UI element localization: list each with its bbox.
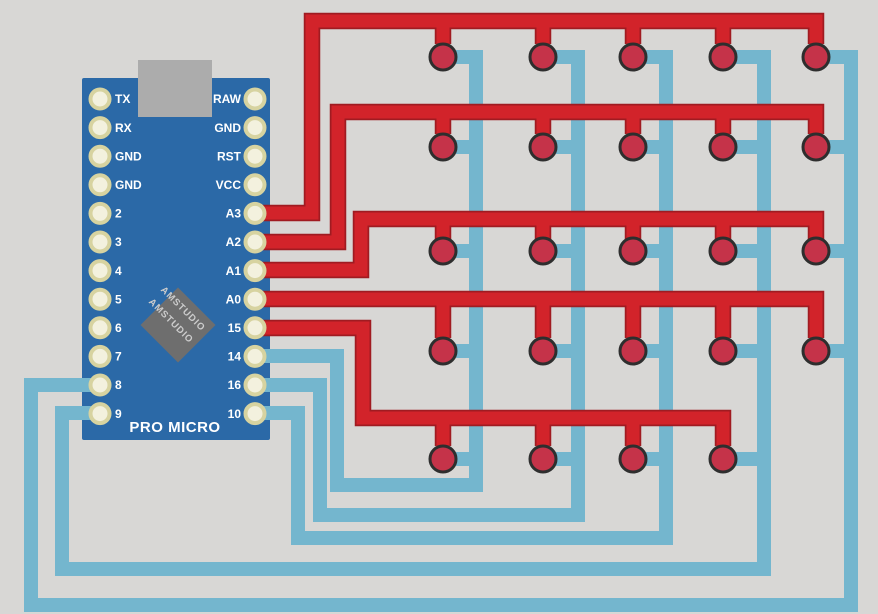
wire-col3-pin10 xyxy=(255,50,673,545)
pin-left-tx xyxy=(88,87,112,111)
pin-right-15 xyxy=(243,316,267,340)
pin-left-6 xyxy=(88,316,112,340)
button-r5-c1 xyxy=(428,444,458,474)
button-r1-c4 xyxy=(708,42,738,72)
button-r2-c5 xyxy=(801,132,831,162)
pin-left-3 xyxy=(88,230,112,254)
button-r2-c1 xyxy=(428,132,458,162)
pin-left-5 xyxy=(88,287,112,311)
pin-label-right-gnd: GND xyxy=(214,121,241,135)
pin-right-a2 xyxy=(243,230,267,254)
pin-right-a3 xyxy=(243,201,267,225)
button-r2-c4 xyxy=(708,132,738,162)
pin-label-right-16: 16 xyxy=(228,378,242,392)
button-r1-c1 xyxy=(428,42,458,72)
button-r3-c2 xyxy=(528,236,558,266)
pin-label-left-3: 3 xyxy=(115,235,122,249)
pin-label-right-14: 14 xyxy=(228,350,242,364)
pin-label-right-a1: A1 xyxy=(226,264,242,278)
pin-label-right-10: 10 xyxy=(228,407,242,421)
pin-right-10 xyxy=(243,402,267,426)
pin-label-right-a0: A0 xyxy=(226,292,242,306)
pin-left-gnd xyxy=(88,144,112,168)
wire-col1-pin14 xyxy=(255,50,483,492)
wire-col2-pin16 xyxy=(255,50,585,522)
pin-label-left-4: 4 xyxy=(115,264,122,278)
wire-col4-pin9 xyxy=(55,50,771,576)
pin-label-right-a3: A3 xyxy=(226,207,242,221)
button-r2-c3 xyxy=(618,132,648,162)
button-r1-c5 xyxy=(801,42,831,72)
button-r2-c2 xyxy=(528,132,558,162)
pin-right-a0 xyxy=(243,287,267,311)
pin-right-14 xyxy=(243,344,267,368)
pin-label-left-9: 9 xyxy=(115,407,122,421)
button-r3-c5 xyxy=(801,236,831,266)
pin-right-gnd xyxy=(243,116,267,140)
pin-left-4 xyxy=(88,259,112,283)
button-matrix xyxy=(428,42,831,474)
pin-label-left-rx: RX xyxy=(115,121,132,135)
button-r4-c3 xyxy=(618,336,648,366)
pin-right-raw xyxy=(243,87,267,111)
pro-micro-board: AMSTUDIO AMSTUDIO PRO MICRO xyxy=(82,60,270,440)
pin-right-vcc xyxy=(243,173,267,197)
button-r3-c3 xyxy=(618,236,648,266)
pin-label-right-vcc: VCC xyxy=(216,178,242,192)
pin-label-left-7: 7 xyxy=(115,350,122,364)
pin-left-gnd xyxy=(88,173,112,197)
button-r5-c4 xyxy=(708,444,738,474)
pin-label-left-6: 6 xyxy=(115,321,122,335)
button-r3-c1 xyxy=(428,236,458,266)
button-r4-c1 xyxy=(428,336,458,366)
pin-label-right-rst: RST xyxy=(217,149,242,163)
pin-label-left-5: 5 xyxy=(115,292,122,306)
pin-left-2 xyxy=(88,201,112,225)
wire-col5-pin8 xyxy=(24,50,858,612)
pin-label-right-raw: RAW xyxy=(213,92,242,106)
column-wires-blue xyxy=(24,50,858,612)
chip xyxy=(140,287,216,363)
board-pcb xyxy=(82,78,270,440)
pin-label-left-gnd: GND xyxy=(115,178,142,192)
pin-label-left-tx: TX xyxy=(115,92,130,106)
button-r5-c2 xyxy=(528,444,558,474)
button-r4-c2 xyxy=(528,336,558,366)
pin-label-left-2: 2 xyxy=(115,207,122,221)
pin-right-16 xyxy=(243,373,267,397)
pin-label-left-8: 8 xyxy=(115,378,122,392)
pin-right-rst xyxy=(243,144,267,168)
pin-right-a1 xyxy=(243,259,267,283)
pin-label-right-a2: A2 xyxy=(226,235,242,249)
pin-left-7 xyxy=(88,344,112,368)
button-r1-c3 xyxy=(618,42,648,72)
pin-label-right-15: 15 xyxy=(228,321,242,335)
button-r3-c4 xyxy=(708,236,738,266)
button-r1-c2 xyxy=(528,42,558,72)
pin-left-8 xyxy=(88,373,112,397)
pin-label-left-gnd: GND xyxy=(115,149,142,163)
pin-left-9 xyxy=(88,402,112,426)
button-r4-c4 xyxy=(708,336,738,366)
button-r5-c3 xyxy=(618,444,648,474)
board-label: PRO MICRO xyxy=(129,419,220,436)
button-r4-c5 xyxy=(801,336,831,366)
pin-left-rx xyxy=(88,116,112,140)
usb-connector xyxy=(138,60,212,117)
